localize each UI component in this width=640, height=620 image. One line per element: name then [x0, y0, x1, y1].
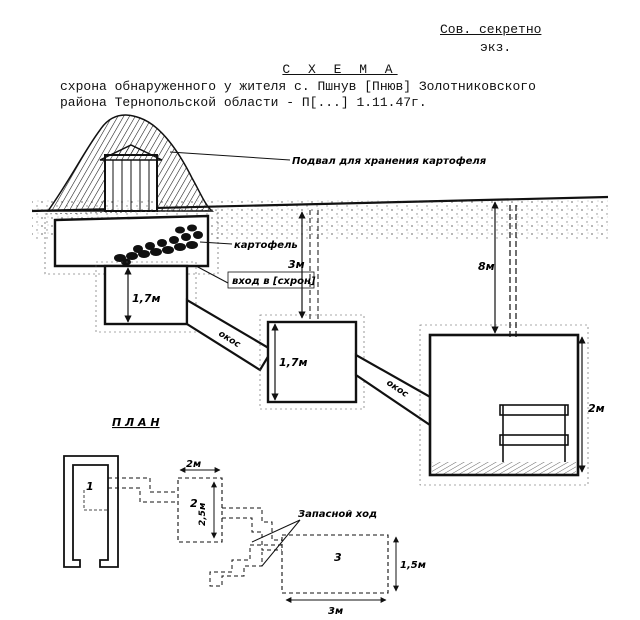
plan-room-3 [281, 534, 389, 594]
chamber-left [103, 264, 189, 326]
potato-pile [114, 224, 203, 266]
label-potato: картофель [234, 239, 298, 251]
plan-passage-1-2 [108, 477, 178, 503]
plan-room-2 [177, 477, 223, 543]
callout-entrance [195, 265, 229, 284]
label-entrance: вход в [схрон] [232, 276, 316, 287]
callout-potato [199, 241, 233, 245]
label-height-left: 1,7м [132, 292, 160, 305]
plan-label-spare-exit: Запасной ход [298, 509, 377, 520]
plan-label-2m: 2м [186, 459, 201, 470]
plan-title: П Л А Н [112, 416, 160, 429]
label-cellar: Подвал для хранения картофеля [292, 155, 487, 167]
cellar-pit-texture [44, 209, 219, 275]
callout-cellar [169, 151, 291, 161]
bunk-bed [499, 404, 569, 462]
plan-room-2-label: 2 [190, 497, 198, 510]
caption-line-2: района Тернопольской области - П[...] 1.… [60, 95, 427, 110]
callout-spare-exit [261, 519, 301, 567]
scheme-heading: С Х Е М А [282, 62, 398, 77]
label-height-mid: 1,7м [279, 356, 307, 369]
scheme-title: С Х Е М А [0, 62, 640, 77]
plan-passage-2-3 [222, 507, 282, 551]
label-height-right: 2м [588, 402, 605, 415]
label-depth-8m: 8м [478, 260, 495, 273]
plan-label-25m: 2,5м [198, 502, 208, 526]
secrecy-stamp: Сов. секретно [440, 22, 542, 37]
plan-label-15m: 1,5м [400, 560, 426, 571]
plan-room-1 [63, 455, 119, 568]
chamber-middle [266, 320, 358, 404]
label-depth-3m: 3м [288, 258, 305, 271]
entrance-box [227, 271, 315, 289]
plan-room-1-label: 1 [86, 480, 94, 493]
copy-number: экз. [480, 40, 512, 55]
caption-line-1: схрона обнаруженного у жителя с. Пшнув [… [60, 79, 536, 94]
plan-room-3-label: 3 [334, 551, 342, 564]
plan-label-3m: 3м [328, 606, 343, 617]
main-floor [432, 462, 576, 474]
plan-spare-exit [209, 544, 282, 587]
